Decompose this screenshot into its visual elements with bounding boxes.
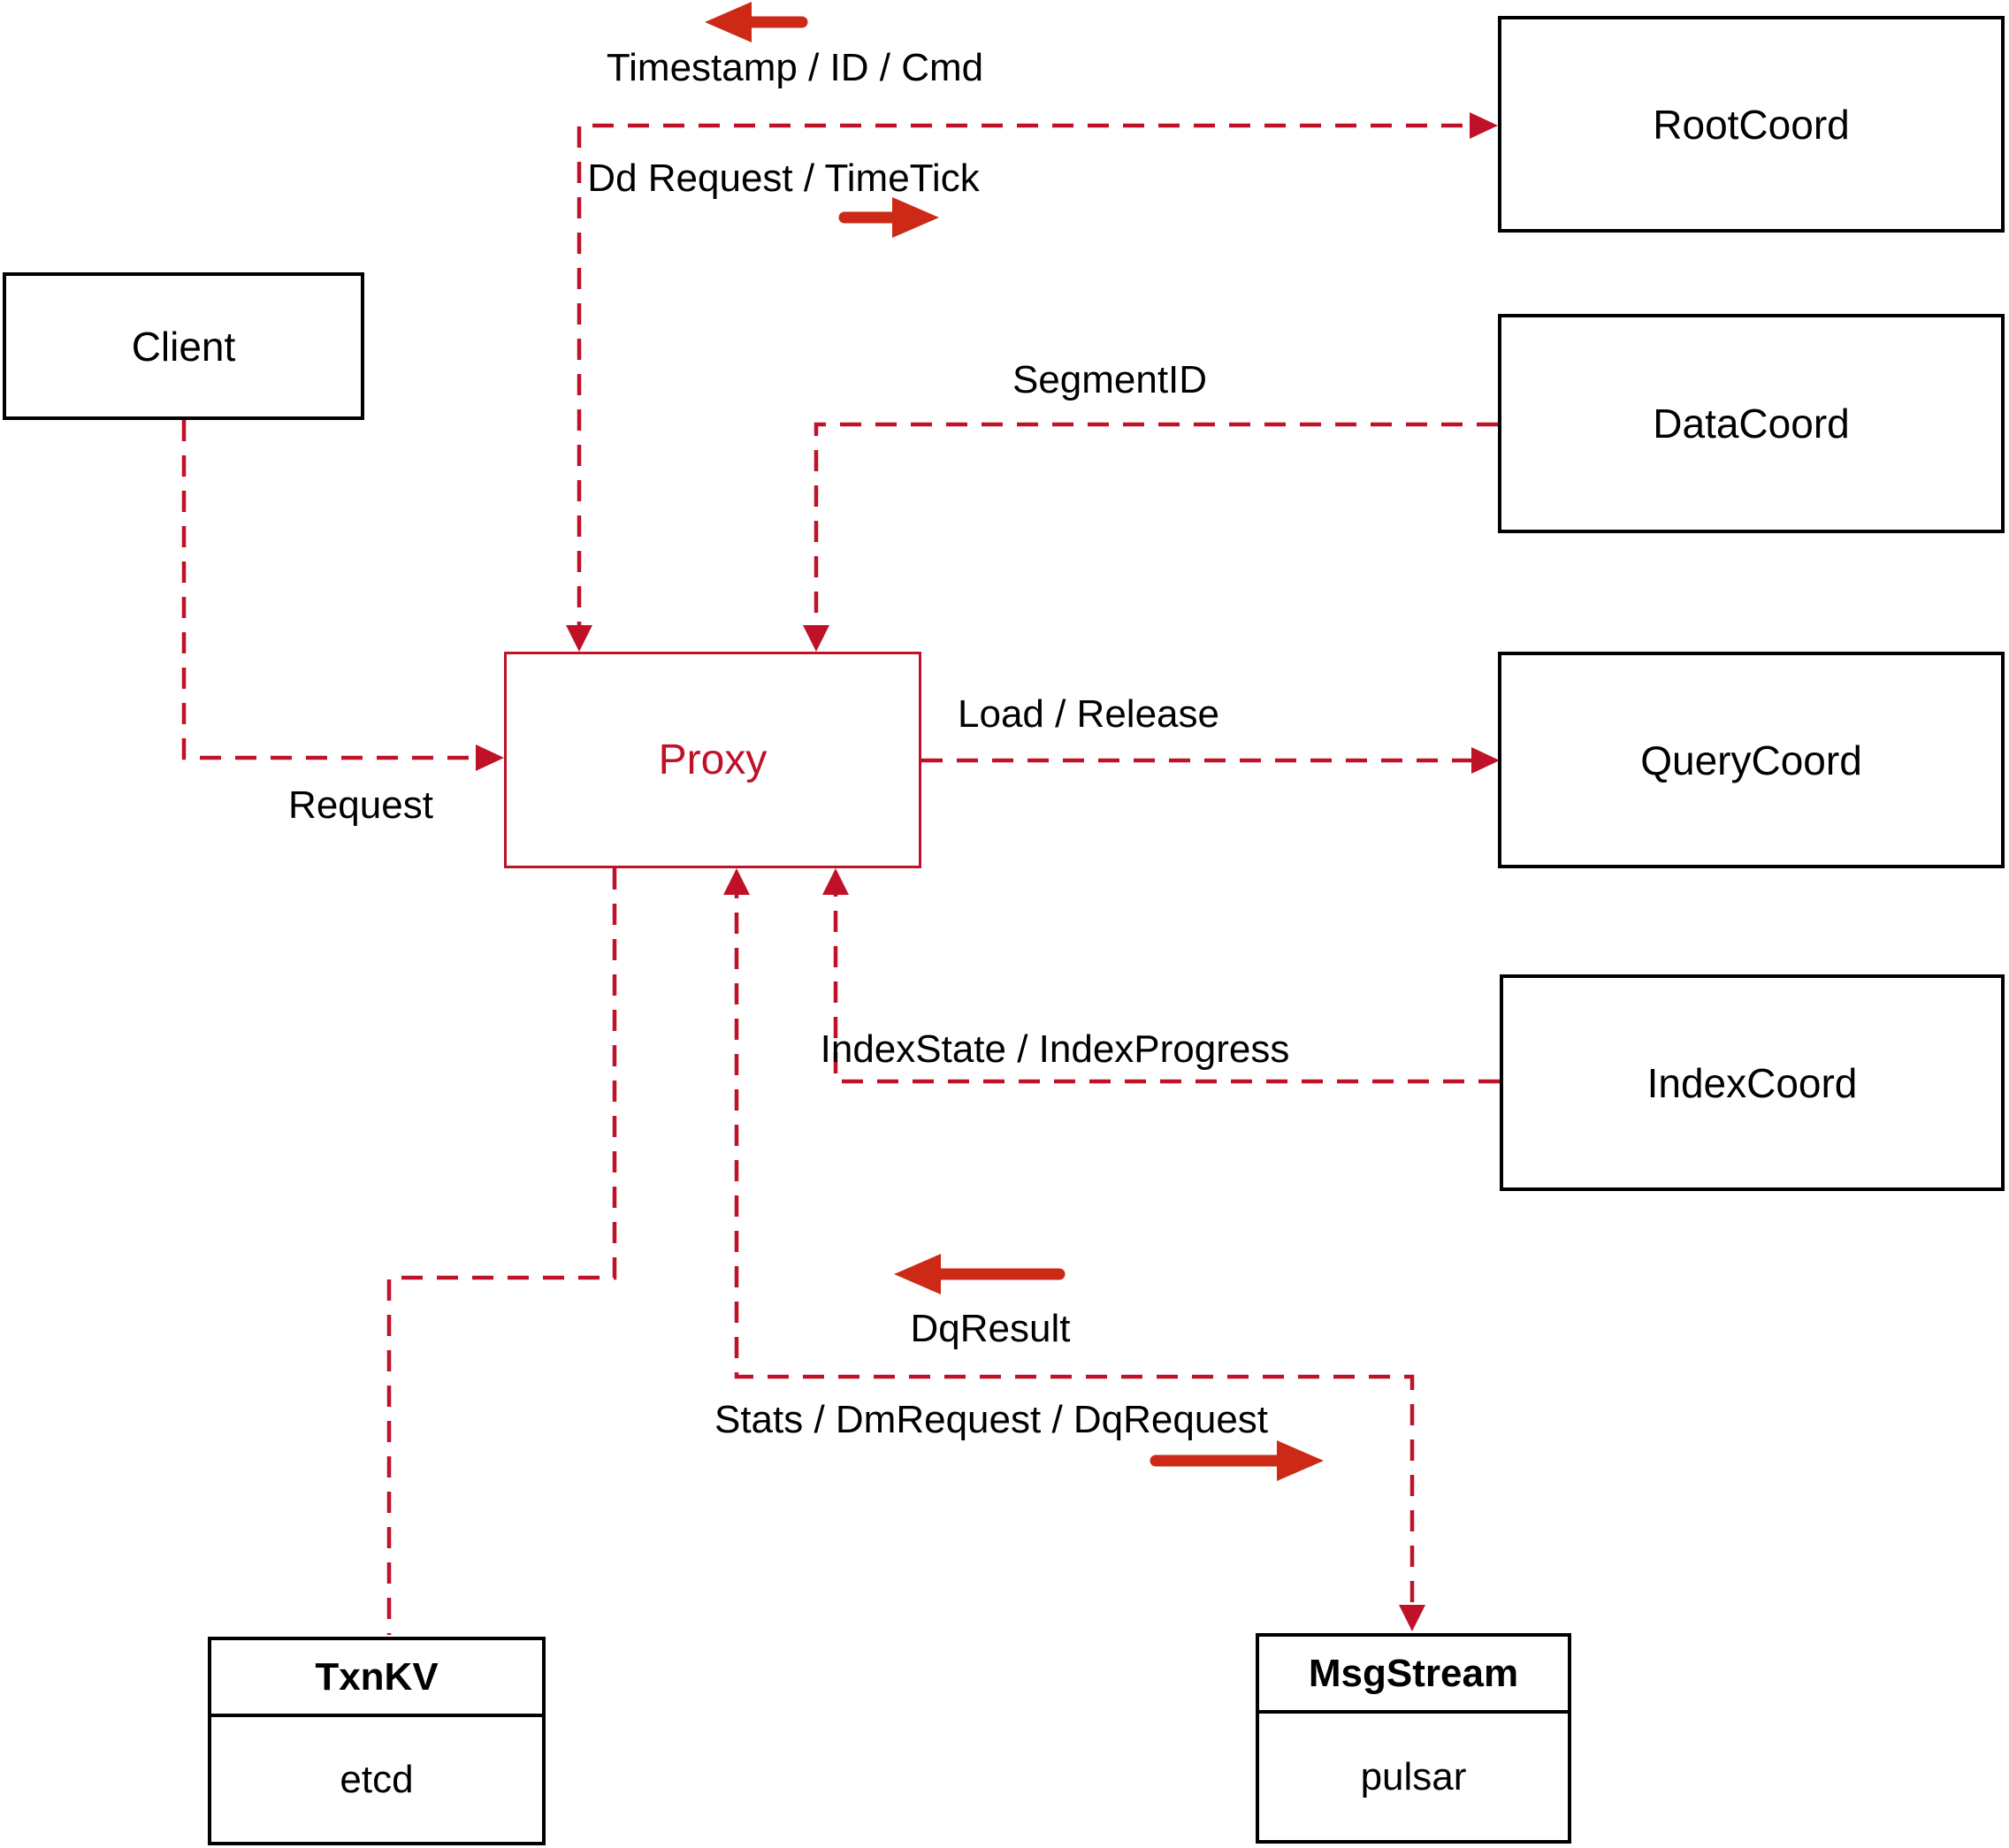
edge-label-dqresult: DqResult: [910, 1307, 1071, 1350]
edge-label-stats-dmrequest-dqrequest: Stats / DmRequest / DqRequest: [714, 1398, 1269, 1441]
dd-request-direction-arrowhead: [892, 197, 939, 238]
arrowhead-rootcoord-into-proxy: [566, 625, 592, 652]
arrowhead-indexstate-into-proxy: [822, 868, 849, 895]
arrowhead-into-msgstream: [1399, 1605, 1425, 1631]
edge-client-proxy-line: [181, 420, 495, 760]
edge-label-request: Request: [288, 783, 433, 827]
node-client-label: Client: [131, 323, 236, 370]
node-proxy: Proxy: [504, 652, 921, 868]
node-rootcoord-label: RootCoord: [1653, 101, 1850, 148]
node-msgstream-subtitle: pulsar: [1360, 1754, 1467, 1798]
edge-label-load-release: Load / Release: [958, 692, 1219, 736]
timestamp-direction-arrowhead: [705, 2, 752, 42]
edge-label-indexstate-indexprogress: IndexState / IndexProgress: [820, 1027, 1290, 1071]
edge-proxy-msgstream-line: [734, 877, 1415, 1623]
node-datacoord-label: DataCoord: [1653, 401, 1850, 447]
node-txnkv-subtitle: etcd: [340, 1757, 414, 1801]
node-querycoord-label: QueryCoord: [1640, 737, 1862, 783]
edge-label-timestamp-id-cmd: Timestamp / ID / Cmd: [606, 46, 984, 89]
node-indexcoord-label: IndexCoord: [1646, 1059, 1858, 1106]
edge-datacoord-proxy-line: [814, 422, 1498, 643]
node-proxy-label: Proxy: [658, 737, 768, 783]
edge-indexcoord-proxy-line: [833, 877, 1500, 1084]
node-querycoord: QueryCoord: [1498, 652, 2005, 868]
arrowhead-request-into-proxy: [476, 745, 504, 771]
node-rootcoord: RootCoord: [1498, 16, 2005, 233]
node-indexcoord: IndexCoord: [1500, 974, 2005, 1191]
arrowhead-into-rootcoord: [1470, 112, 1498, 139]
node-client: Client: [3, 272, 364, 420]
arrowhead-segmentid-into-proxy: [803, 625, 829, 652]
node-msgstream-title: MsgStream: [1259, 1637, 1568, 1714]
node-txnkv-title: TxnKV: [211, 1640, 542, 1717]
node-txnkv: TxnKV etcd: [208, 1637, 546, 1845]
edge-proxy-txnkv-line: [386, 868, 617, 1635]
node-msgstream: MsgStream pulsar: [1256, 1633, 1571, 1844]
arrowhead-into-querycoord: [1471, 747, 1500, 774]
dqresult-direction-arrowhead: [894, 1254, 941, 1294]
arrowhead-dqresult-into-proxy: [723, 868, 750, 895]
edge-label-segmentid: SegmentID: [1012, 358, 1208, 401]
edge-label-dd-request-timetick: Dd Request / TimeTick: [587, 157, 980, 200]
node-datacoord: DataCoord: [1498, 314, 2005, 533]
stats-direction-arrowhead: [1277, 1440, 1324, 1481]
